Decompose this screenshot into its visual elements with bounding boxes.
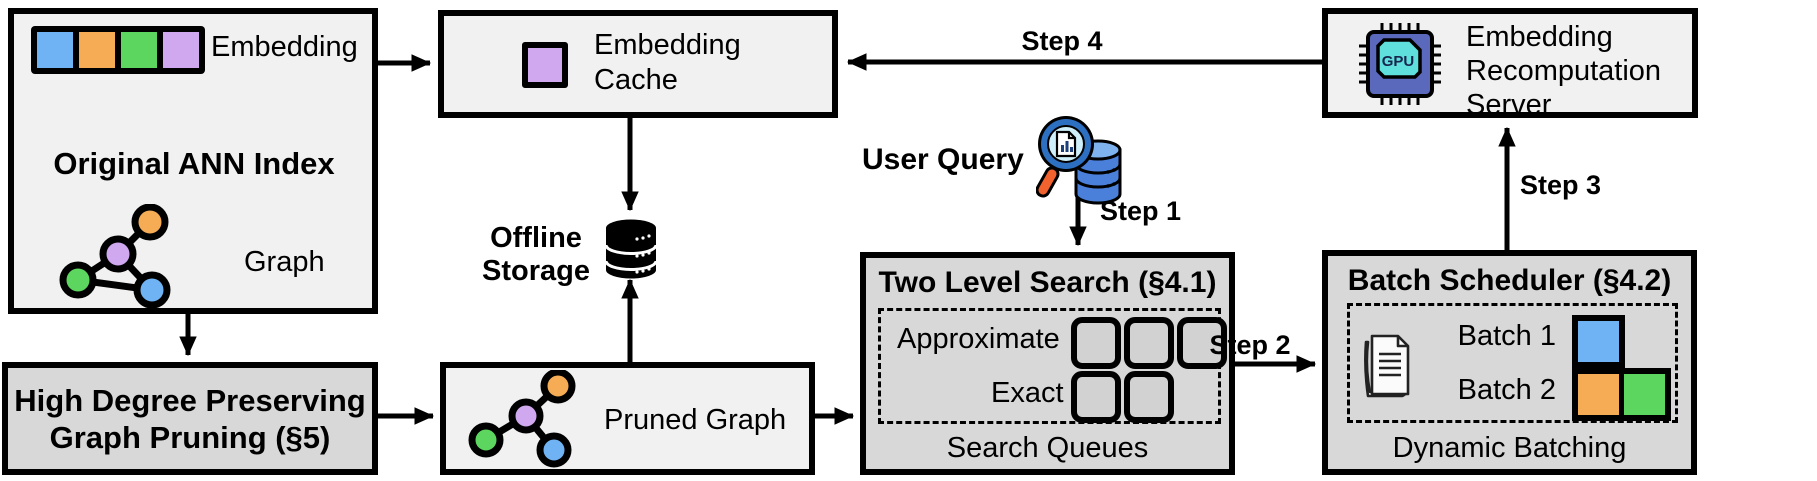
batch2-embedding-orange <box>1578 374 1619 415</box>
graph-icon <box>59 204 171 308</box>
recomputation-server-box: GPU Embedding Recomputation Server <box>1322 8 1698 121</box>
approximate-label: Approximate <box>897 323 1060 355</box>
two-level-search-title: Two Level Search (§4.1) <box>878 266 1217 299</box>
step4-label: Step 4 <box>1021 26 1103 56</box>
gpu-icon: GPU <box>1359 23 1441 105</box>
queue-slot <box>1124 371 1174 423</box>
queue-slot <box>1124 317 1174 369</box>
step2-label: Step 2 <box>1209 330 1291 360</box>
graph-pruning-box: High Degree Preserving Graph Pruning (§5… <box>2 362 378 475</box>
queue-slot <box>1071 371 1121 423</box>
step1-label: Step 1 <box>1100 196 1182 226</box>
batch-scheduler-box: Batch Scheduler (§4.2) Batch 1 Batch 2 <box>1322 250 1697 475</box>
batch2-embeddings <box>1572 368 1671 421</box>
original-index-title: Original ANN Index <box>53 146 335 181</box>
exact-queue-slots <box>1071 371 1174 423</box>
database-icon <box>604 219 658 279</box>
batch2-label: Batch 2 <box>1457 374 1556 406</box>
embedding-cache-label: Embedding Cache <box>594 29 741 96</box>
step3-label: Step 3 <box>1520 170 1602 200</box>
offline-storage-label: Offline Storage <box>482 222 590 287</box>
pruned-graph-label: Pruned Graph <box>604 404 787 436</box>
exact-label: Exact <box>991 377 1064 409</box>
recomputation-server-label: Embedding Recomputation Server <box>1466 21 1662 121</box>
two-level-search-box: Two Level Search (§4.1) Approximate Exac… <box>860 252 1235 475</box>
search-queues-caption: Search Queues <box>946 432 1149 464</box>
batch1-embedding <box>1572 315 1625 368</box>
batch-scheduler-title: Batch Scheduler (§4.2) <box>1347 264 1672 297</box>
cached-embedding-icon <box>522 42 568 88</box>
graph-pruning-label: High Degree Preserving Graph Pruning (§5… <box>14 382 366 455</box>
embedding-label: Embedding <box>211 31 358 63</box>
batch1-label: Batch 1 <box>1457 320 1556 352</box>
graph-label: Graph <box>244 246 325 278</box>
dynamic-batching-caption: Dynamic Batching <box>1392 432 1627 464</box>
user-query-label: User Query <box>862 143 1024 176</box>
queue-slot <box>1071 317 1121 369</box>
pruned-graph-icon <box>468 370 576 468</box>
embedding-cell-purple <box>163 32 199 68</box>
original-ann-index-box: Embedding Original ANN Index Graph <box>8 8 378 314</box>
documents-icon <box>1364 334 1410 398</box>
queue-slot <box>1177 317 1227 369</box>
gpu-icon-label: GPU <box>1382 53 1415 70</box>
embedding-cache-box: Embedding Cache <box>438 10 838 118</box>
approximate-queue-slots <box>1071 317 1227 369</box>
embedding-cell-blue <box>37 32 73 68</box>
embedding-cell-orange <box>79 32 115 68</box>
embedding-vector-icon <box>31 26 205 74</box>
batch2-embedding-green <box>1624 374 1665 415</box>
pruned-graph-box: Pruned Graph <box>440 362 815 475</box>
search-queues-panel: Approximate Exact <box>878 308 1227 424</box>
dynamic-batching-panel: Batch 1 Batch 2 <box>1347 303 1678 423</box>
query-search-icon <box>1036 116 1122 205</box>
embedding-cell-green <box>121 32 157 68</box>
